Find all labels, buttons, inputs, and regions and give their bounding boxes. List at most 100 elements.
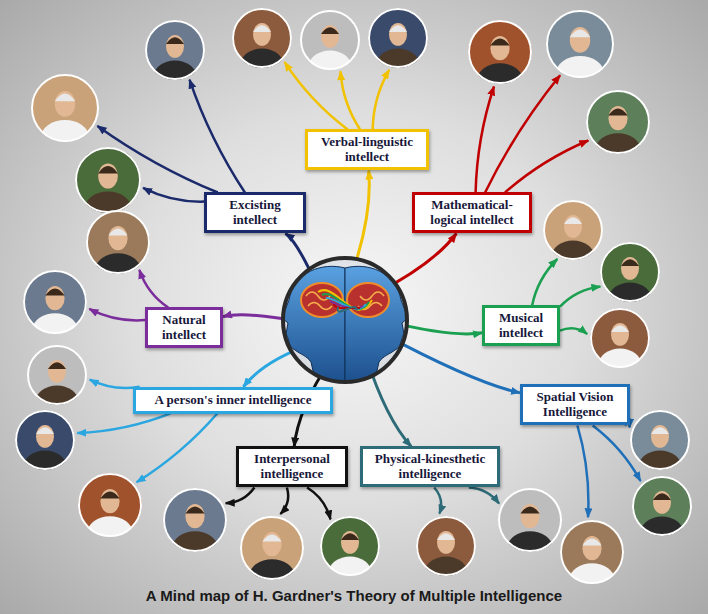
photo-leader [307,488,330,520]
head-left [282,266,345,384]
figure-head [437,531,455,554]
intelligence-box: Mathematical-logical intellect [412,192,532,233]
portrait-photo [23,270,87,345]
box-label: Interpersonal intelligence [245,452,339,481]
photo-frame [16,411,74,469]
photo-leader [560,287,600,307]
intelligence-box: Natural intellect [145,307,223,348]
figure-hair [389,25,407,32]
photo-leader [469,488,499,504]
portrait-photo [368,8,428,79]
box-label: Physical-kinesthetic intelligence [369,452,491,481]
photo-leader [137,413,218,482]
figure-hair [48,362,66,369]
figure-head [253,23,271,46]
portrait-photo [240,516,304,591]
figure-head [341,531,359,554]
photo-leader [190,80,245,193]
figure-head [621,257,639,280]
figure-head [185,504,204,528]
box-label: Verbal-linguistic intellect [314,135,420,164]
photo-leader [577,426,588,518]
photo-leader [560,328,587,334]
figure-hair [582,538,601,545]
figure-hair [100,491,119,498]
figure-hair [166,37,184,44]
figure-head [262,532,281,556]
figure-head [582,536,601,560]
figure-head [520,504,539,528]
photo-frame [321,517,379,575]
figure-head [321,25,339,48]
photo-frame [146,21,204,79]
figure-head [45,286,64,310]
photo-leader [485,75,560,192]
intelligence-box: Interpersonal intelligence [236,446,348,487]
portrait-photo [586,90,650,165]
portrait-photo [86,210,150,285]
portrait-photo [468,20,532,95]
figure-head [166,35,184,58]
portrait-photo [546,10,614,90]
figure-hair [45,288,64,295]
photo-leader [89,309,145,321]
brain-link [322,294,369,309]
photo-leader [476,87,494,193]
figure-hair [262,534,281,541]
box-label: Musical intellect [491,311,551,340]
photo-frame [601,243,659,301]
brain-illustration [282,258,408,384]
photo-leader [285,62,348,129]
photo-leader [505,141,588,193]
portrait-photo [320,516,380,587]
photo-frame [164,489,226,551]
photo-frame [561,521,623,583]
photo-frame [233,9,291,67]
photo-frame [417,517,475,575]
brain [347,283,389,317]
head-silhouette [282,266,345,384]
photo-frame [469,21,531,83]
figure-head [100,489,119,513]
portrait-photo [15,410,75,481]
figure-hair [36,427,54,434]
figure-hair [108,228,127,235]
brain-link [338,307,357,312]
brain-link [318,290,372,310]
portrait-photo [590,308,650,379]
portrait-photo [498,488,562,563]
figure-hair [437,533,455,540]
figure-hair [570,30,590,38]
portrait-photo [543,200,603,271]
photo-leader [373,70,390,130]
portrait-photo [78,473,142,548]
figure-head [570,27,590,53]
box-label: Excisting intellect [213,198,297,227]
caption: A Mind map of H. Gardner's Theory of Mul… [0,587,708,604]
figure-head [611,323,629,346]
photo-frame [24,271,86,333]
photo-frame [241,517,303,579]
figure-head [36,425,54,448]
portrait-photo [145,20,205,91]
figure-hair [564,217,582,224]
photo-leader [341,71,361,129]
portrait-photo [31,74,99,154]
portrait-photo [27,345,87,416]
figure-hair [651,427,669,434]
photo-leader [532,259,557,306]
figure-head [48,360,66,383]
figure-hair [611,325,629,332]
photo-leader [77,413,170,433]
photo-frame [587,91,649,153]
photo-frame [32,75,98,141]
photo-frame [28,346,86,404]
figure-hair [185,506,204,513]
intelligence-box: A person's inner intelligence [133,387,333,414]
portrait-photo [632,476,692,547]
portrait-photo [300,10,360,81]
photo-frame [547,11,613,77]
photo-leader [280,488,288,515]
figure-head [98,164,118,189]
